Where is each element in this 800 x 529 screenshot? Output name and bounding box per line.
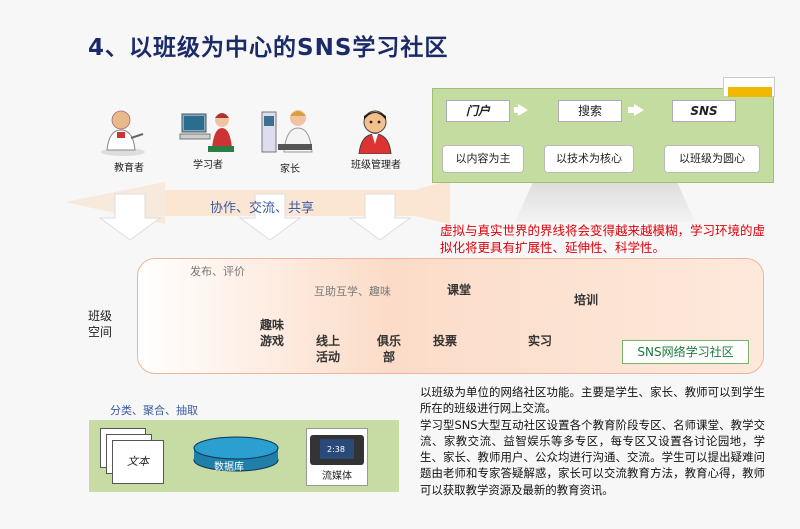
arrow-right-icon	[634, 104, 644, 116]
publish-label: 发布、评价	[190, 265, 245, 278]
classroom-label: 课堂	[447, 283, 472, 297]
description-paragraph-2: 学习型SNS大型互动社区设置各个教育阶段专区、名师课堂、教学交流、家教交流、益智…	[420, 417, 765, 497]
stage-portal: 门户	[446, 100, 510, 122]
learner-label: 学习者	[193, 160, 223, 171]
learner-role	[178, 108, 240, 160]
vote-label: 投票	[433, 334, 458, 348]
teacher-role	[97, 104, 149, 160]
database-label: 数据库	[214, 462, 244, 473]
fun-game-line2: 游戏	[260, 334, 285, 348]
document-icon: 文本	[112, 440, 164, 484]
internship-label: 实习	[528, 334, 553, 348]
share-label: 协作、交流、共享	[210, 201, 315, 216]
arrow-shaft	[628, 107, 638, 113]
slide-title: 4、以班级为中心的SNS学习社区	[88, 35, 449, 61]
tag-highlight	[728, 87, 772, 97]
classify-label: 分类、聚合、抽取	[110, 404, 198, 417]
online-activity-label: 线上 活动	[316, 333, 340, 365]
fun-game-label: 趣味 游戏	[260, 317, 284, 349]
class-space-label-line2: 空间	[88, 325, 113, 339]
sns-box-shadow	[515, 182, 695, 222]
club-label: 俱乐 部	[377, 333, 401, 365]
class-space-label-line1: 班级	[88, 309, 113, 323]
fun-game-line1: 趣味	[260, 318, 285, 332]
online-line2: 活动	[316, 350, 341, 364]
database-icon	[193, 436, 279, 472]
sns-community-badge: SNS网络学习社区	[622, 340, 749, 364]
teacher-icon	[101, 110, 145, 156]
media-label: 流媒体	[322, 471, 352, 482]
club-line2: 部	[383, 350, 396, 364]
class-manager-icon	[358, 110, 392, 155]
class-manager-label: 班级管理者	[351, 160, 401, 171]
training-label: 培训	[574, 293, 599, 307]
description-paragraph-1: 以班级为单位的网络社区功能。主要是学生、家长、教师可以到学生所在的班级进行网上交…	[420, 385, 765, 416]
teacher-label: 教育者	[114, 163, 144, 174]
focus-technology: 以技术为核心	[544, 145, 634, 173]
class-space-label: 班级 空间	[88, 308, 112, 340]
description-text: 以班级为单位的网络社区功能。主要是学生、家长、教师可以到学生所在的班级进行网上交…	[420, 384, 765, 498]
parent-label: 家长	[280, 164, 300, 175]
focus-content: 以内容为主	[442, 145, 524, 173]
media-player-icon	[310, 435, 364, 465]
media-panel: 2:38 流媒体	[306, 428, 368, 486]
parent-role	[258, 104, 320, 160]
online-line1: 线上	[316, 334, 341, 348]
text-label: 文本	[127, 455, 149, 468]
mutual-label: 互助互学、趣味	[314, 285, 391, 298]
learner-icon	[179, 113, 234, 152]
stage-search: 搜索	[558, 100, 622, 122]
media-screen-time: 2:38	[327, 445, 345, 454]
club-line1: 俱乐	[377, 334, 402, 348]
share-arrow-band	[65, 180, 450, 241]
focus-class: 以班级为圆心	[664, 145, 760, 173]
arrow-shaft	[514, 107, 524, 113]
parent-icon	[261, 110, 313, 153]
virtual-world-note: 虚拟与真实世界的界线将会变得越来越模糊，学习环境的虚拟化将更具有扩展性、延伸性、…	[440, 223, 766, 255]
class-manager-role	[355, 108, 395, 158]
stage-sns: SNS	[672, 100, 736, 122]
